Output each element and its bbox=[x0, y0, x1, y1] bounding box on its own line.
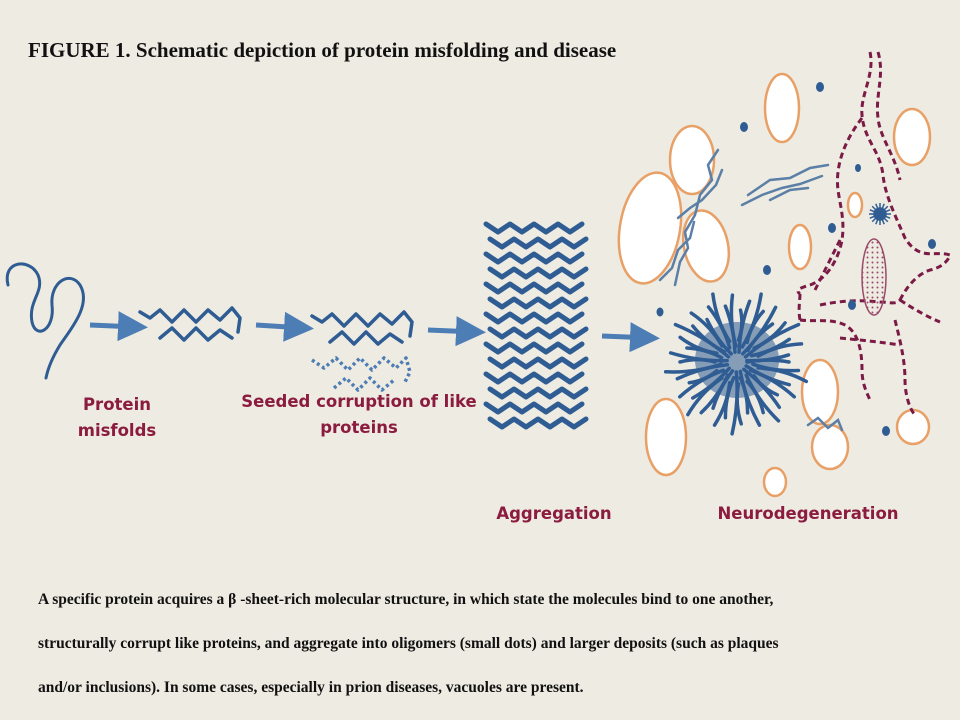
aggregate-strand bbox=[490, 329, 586, 337]
label-seeded-line2: proteins bbox=[320, 418, 398, 437]
unfolded-protein-coil bbox=[7, 264, 83, 378]
arrow-3 bbox=[428, 330, 476, 332]
aggregate-strand bbox=[490, 239, 586, 247]
arrow-4 bbox=[602, 336, 650, 338]
arrow-2 bbox=[256, 325, 304, 328]
label-neurodegeneration: Neurodegeneration bbox=[712, 501, 904, 527]
aggregate-strand bbox=[486, 314, 582, 322]
aggregate-strand bbox=[486, 284, 582, 292]
label-aggregation: Aggregation bbox=[484, 501, 624, 527]
caption-line-3: and/or inclusions). In some cases, espec… bbox=[38, 666, 943, 710]
aggregate-strand bbox=[486, 224, 582, 232]
nucleus bbox=[862, 239, 886, 315]
aggregate-strand bbox=[490, 419, 586, 427]
label-protein-misfolds-line1: Protein bbox=[83, 395, 151, 414]
label-seeded-corruption: Seeded corruption of like proteins bbox=[236, 389, 482, 442]
aggregate-strand bbox=[486, 344, 582, 352]
label-protein-misfolds-line2: misfolds bbox=[78, 421, 156, 440]
label-seeded-line1: Seeded corruption of like bbox=[241, 392, 476, 411]
misfolded-beta-strands bbox=[140, 308, 240, 340]
figure-caption: A specific protein acquires a β -sheet-r… bbox=[38, 578, 943, 710]
aggregation-stack bbox=[486, 224, 586, 427]
aggregate-strand bbox=[490, 359, 586, 367]
aggregate-strand bbox=[486, 374, 582, 382]
plaque-core bbox=[695, 322, 779, 398]
label-protein-misfolds: Protein misfolds bbox=[62, 392, 172, 445]
caption-line-2: structurally corrupt like proteins, and … bbox=[38, 622, 943, 666]
arrow-1 bbox=[90, 325, 138, 327]
aggregate-strand bbox=[490, 389, 586, 397]
caption-line-1: A specific protein acquires a β -sheet-r… bbox=[38, 578, 943, 622]
corrupted-like-protein-strands bbox=[312, 358, 410, 390]
aggregate-strand bbox=[486, 404, 582, 412]
aggregate-strand bbox=[486, 254, 582, 262]
aggregate-strand bbox=[490, 269, 586, 277]
seed-strands bbox=[312, 312, 412, 344]
spiky-aggregate bbox=[869, 203, 891, 225]
aggregate-strand bbox=[490, 299, 586, 307]
